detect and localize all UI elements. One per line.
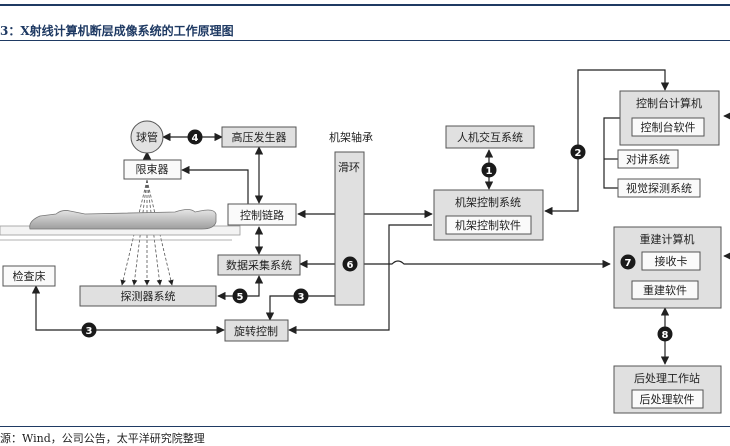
line-slip-rotation: [265, 295, 335, 321]
line-collimator-link: [181, 165, 253, 214]
node-rotation: 旋转控制: [224, 319, 289, 342]
svg-text:控制链路: 控制链路: [240, 208, 284, 222]
node-console-pc: 控制台计算机 控制台软件: [619, 90, 720, 146]
svg-text:后处理工作站: 后处理工作站: [634, 371, 700, 385]
node-couch: 检查床: [2, 265, 56, 287]
figure-title: 3：X射线计算机断层成像系统的工作原理图: [0, 24, 234, 38]
source-note: 源：Wind，公司公告，太平洋研究院整理: [0, 432, 205, 445]
svg-text:探测器系统: 探测器系统: [121, 290, 176, 303]
node-visual: 视觉探测系统: [617, 178, 701, 198]
line-gantry-console: [544, 69, 670, 216]
svg-text:高压发生器: 高压发生器: [232, 130, 287, 144]
marker-3b: 3: [81, 322, 97, 338]
marker-5: 5: [232, 288, 248, 304]
marker-3a: 3: [293, 288, 309, 304]
svg-text:数据采集系统: 数据采集系统: [226, 258, 292, 272]
svg-text:视觉探测系统: 视觉探测系统: [626, 181, 692, 195]
node-collimator: 限束器: [123, 159, 182, 180]
marker-4: 4: [187, 129, 203, 145]
top-rule: [0, 4, 730, 6]
svg-text:8: 8: [662, 330, 669, 341]
svg-text:后处理软件: 后处理软件: [640, 392, 695, 406]
svg-text:旋转控制: 旋转控制: [234, 324, 278, 338]
svg-text:3: 3: [86, 326, 93, 337]
svg-text:3: 3: [298, 292, 305, 303]
marker-6: 6: [342, 256, 358, 272]
node-post-ws: 后处理工作站 后处理软件: [613, 365, 722, 414]
svg-text:滑环: 滑环: [338, 161, 360, 174]
svg-text:限束器: 限束器: [136, 163, 169, 176]
svg-text:6: 6: [347, 260, 354, 271]
svg-text:机架控制系统: 机架控制系统: [455, 195, 521, 209]
node-intercom: 对讲系统: [617, 149, 679, 169]
patient-figure: [0, 209, 241, 241]
line-das-detector: [217, 275, 264, 301]
title-rule: [0, 40, 730, 41]
svg-text:重建软件: 重建软件: [643, 283, 687, 297]
node-das: 数据采集系统: [217, 254, 301, 276]
marker-7: 7: [620, 254, 636, 270]
node-detector: 探测器系统: [79, 285, 217, 307]
node-control-link: 控制链路: [227, 203, 297, 226]
node-hmi: 人机交互系统: [445, 125, 535, 149]
svg-text:接收卡: 接收卡: [655, 254, 688, 268]
marker-8: 8: [657, 326, 673, 342]
marker-1: 1: [481, 162, 497, 178]
node-slip-ring: 滑环: [334, 151, 365, 306]
svg-text:5: 5: [237, 292, 244, 303]
line-couch-rotation: [31, 285, 225, 335]
node-hv: 高压发生器: [221, 126, 297, 148]
svg-text:对讲系统: 对讲系统: [626, 152, 670, 166]
bracket-console: [603, 117, 620, 189]
svg-text:4: 4: [192, 133, 199, 144]
line-gantry-rotation: [288, 224, 432, 335]
svg-text:机架控制软件: 机架控制软件: [455, 218, 521, 232]
svg-text:控制台计算机: 控制台计算机: [636, 96, 702, 110]
svg-text:1: 1: [486, 166, 493, 177]
bottom-rule: [0, 426, 730, 427]
svg-text:控制台软件: 控制台软件: [641, 120, 696, 134]
line-slip-recon: [362, 259, 611, 269]
marker-2: 2: [570, 144, 586, 160]
svg-text:7: 7: [625, 258, 632, 269]
node-gantry-ctrl: 机架控制系统 机架控制软件: [433, 189, 544, 241]
label-gantry-bearing: 机架轴承: [329, 130, 373, 144]
node-tube: 球管: [130, 120, 164, 154]
svg-text:2: 2: [575, 148, 582, 159]
svg-text:重建计算机: 重建计算机: [640, 232, 695, 246]
svg-text:人机交互系统: 人机交互系统: [457, 130, 523, 144]
svg-text:球管: 球管: [136, 130, 158, 144]
svg-text:检查床: 检查床: [13, 269, 46, 283]
